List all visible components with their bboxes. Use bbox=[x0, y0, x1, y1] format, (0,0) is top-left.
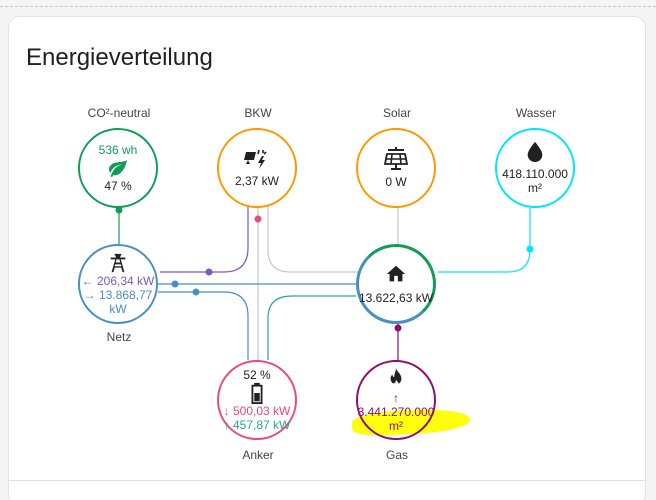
netz-consume-row: ← 206,34 kW bbox=[81, 274, 155, 288]
home-value: 13.622,63 kW bbox=[358, 291, 434, 305]
co2-value: 536 wh bbox=[98, 143, 138, 157]
flow-netz-anker bbox=[158, 291, 249, 360]
battery-icon bbox=[251, 382, 263, 404]
flow-dot-gas bbox=[394, 324, 402, 332]
bkw-node[interactable]: 2,37 kW bbox=[217, 128, 297, 208]
gas-direction-arrow: ↑ bbox=[393, 391, 399, 405]
gas-node[interactable]: ↑ 3.441.270.000 m² bbox=[356, 360, 436, 440]
anker-node[interactable]: 52 % ↓ 500,03 kW ↑ 457,87 kW bbox=[217, 360, 297, 440]
netz-consume-value: 206,34 kW bbox=[96, 274, 155, 288]
transmission-tower-icon bbox=[110, 253, 126, 273]
flow-bkw-netz bbox=[160, 206, 249, 273]
anker-percent: 52 % bbox=[243, 368, 271, 382]
home-node[interactable]: 13.622,63 kW bbox=[356, 244, 436, 324]
netz-return-unit: kW bbox=[109, 302, 127, 316]
anker-discharge-value: 500,03 kW bbox=[232, 404, 291, 418]
flow-dot-co2 bbox=[115, 206, 123, 214]
home-icon bbox=[386, 265, 406, 282]
water-drop-icon bbox=[527, 141, 543, 163]
card-title: Energieverteilung bbox=[26, 44, 213, 71]
co2-label: CO²-neutral bbox=[87, 106, 151, 120]
fire-icon bbox=[390, 368, 402, 387]
co2-node[interactable]: 536 wh 47 % bbox=[78, 128, 158, 208]
co2-percent: 47 % bbox=[104, 179, 132, 193]
flow-dot-bkw-netz bbox=[205, 268, 213, 276]
card-footer-divider bbox=[8, 480, 646, 481]
flow-dot-netz-anker bbox=[192, 288, 200, 296]
bkw-label: BKW bbox=[244, 106, 272, 120]
dashboard-divider bbox=[0, 6, 656, 17]
netz-node[interactable]: ← 206,34 kW → 13.868,77 kW bbox=[78, 244, 158, 324]
solar-value: 0 W bbox=[385, 175, 407, 189]
anker-charge-value: 457,87 kW bbox=[232, 418, 291, 432]
flow-bkw-home bbox=[267, 206, 358, 273]
gas-label: Gas bbox=[385, 448, 408, 462]
gas-unit: m² bbox=[389, 419, 403, 433]
flow-dot-wasser bbox=[526, 245, 534, 253]
flow-home-wasser bbox=[438, 208, 531, 273]
wasser-value: 418.110.000 bbox=[502, 167, 568, 181]
netz-return-row: → 13.868,77 bbox=[83, 288, 153, 302]
anker-charge-row: ↑ 457,87 kW bbox=[223, 418, 291, 432]
wasser-unit: m² bbox=[528, 181, 542, 195]
solar-panel-icon bbox=[384, 147, 408, 170]
flow-dot-netz-home bbox=[171, 280, 179, 288]
leaf-icon bbox=[108, 159, 128, 178]
solar-panel-flash-icon bbox=[244, 149, 267, 169]
flow-anker-home bbox=[267, 295, 356, 360]
flow-dot-bkw-anker bbox=[254, 215, 262, 223]
solar-label: Solar bbox=[382, 106, 411, 120]
wasser-node[interactable]: 418.110.000 m² bbox=[495, 128, 575, 208]
gas-value: 3.441.270.000 bbox=[357, 405, 435, 419]
anker-discharge-row: ↓ 500,03 kW bbox=[223, 404, 291, 418]
anker-label: Anker bbox=[242, 448, 274, 462]
solar-node[interactable]: 0 W bbox=[356, 128, 436, 208]
netz-label: Netz bbox=[106, 330, 132, 344]
wasser-label: Wasser bbox=[515, 106, 557, 120]
netz-return-value: 13.868,77 bbox=[98, 288, 153, 302]
bkw-value: 2,37 kW bbox=[234, 174, 279, 188]
